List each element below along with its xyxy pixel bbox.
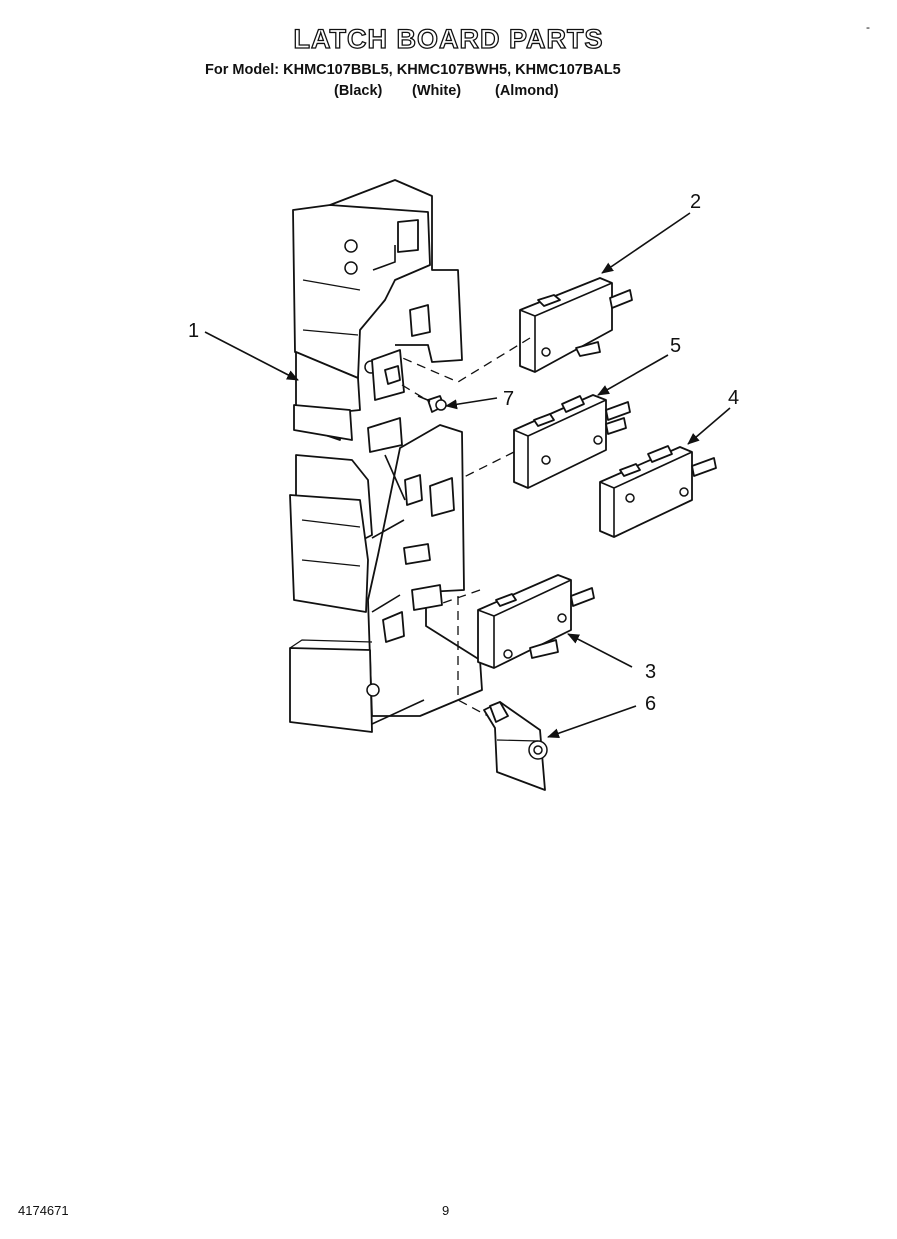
document-number: 4174671 xyxy=(18,1203,69,1218)
switch-part-4 xyxy=(599,445,717,538)
switch-part-2 xyxy=(519,277,633,373)
callout-leaders xyxy=(204,212,731,739)
callout-2: 2 xyxy=(690,191,701,213)
callout-3: 3 xyxy=(645,661,656,683)
latch-board-part-1 xyxy=(289,179,483,733)
callout-4: 4 xyxy=(728,387,739,409)
diagram-title: LATCH BOARD PARTS xyxy=(293,23,604,54)
color-black-label: (Black) xyxy=(334,83,383,99)
switch-part-3 xyxy=(477,574,595,669)
corner-mark: - xyxy=(866,20,870,34)
callout-5: 5 xyxy=(670,335,681,357)
callout-7: 7 xyxy=(503,388,514,410)
lever-part-6 xyxy=(483,701,548,791)
page-number: 9 xyxy=(442,1203,450,1218)
callout-1: 1 xyxy=(188,320,199,342)
assembly-lines xyxy=(397,337,531,717)
model-list: For Model: KHMC107BBL5, KHMC107BWH5, KHM… xyxy=(205,62,621,78)
color-almond-label: (Almond) xyxy=(495,83,559,99)
switch-part-5 xyxy=(513,394,631,489)
color-white-label: (White) xyxy=(412,83,462,99)
screw-part-7 xyxy=(417,395,447,413)
callout-6: 6 xyxy=(645,693,656,715)
